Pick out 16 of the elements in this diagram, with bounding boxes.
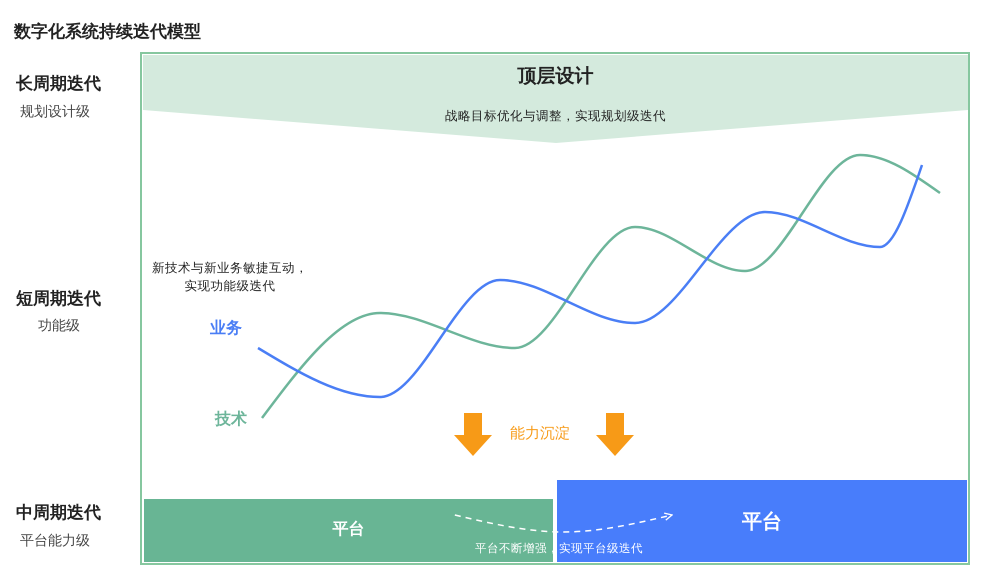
annotation-text: 能力沉淀: [510, 424, 570, 443]
platform-label: 平台: [741, 508, 783, 535]
level-heading: 短周期迭代: [16, 288, 101, 310]
level-subtitle: 平台能力级: [20, 532, 90, 550]
banner-heading: 顶层设计: [516, 64, 594, 89]
level-heading: 中周期迭代: [16, 502, 101, 524]
banner-subtitle: 战略目标优化与调整，实现规划级迭代: [444, 108, 667, 125]
level-subtitle: 功能级: [38, 317, 80, 335]
annotation-text: 新技术与新业务敏捷互动，实现功能级迭代: [151, 259, 309, 296]
platform-label: 平台: [332, 519, 366, 540]
dashed-arrow: [454, 512, 673, 533]
level-subtitle: 规划设计级: [20, 103, 90, 121]
curve-label: 技术: [215, 409, 247, 430]
level-heading: 长周期迭代: [16, 73, 101, 95]
curve-label: 业务: [210, 318, 242, 339]
diagram-title: 数字化系统持续迭代模型: [14, 21, 201, 43]
